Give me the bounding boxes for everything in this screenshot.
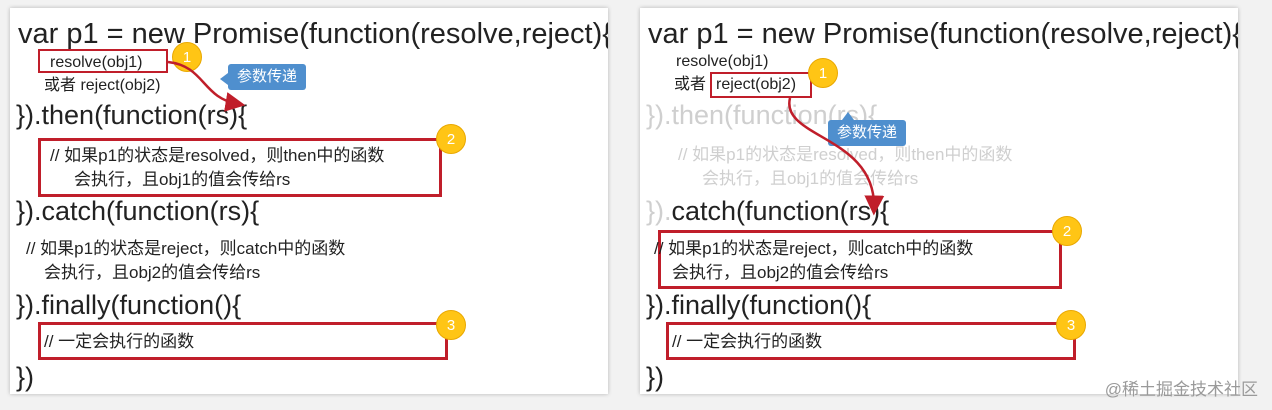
or-label: 或者 (674, 76, 707, 93)
param-pass-callout: 参数传递 (828, 112, 907, 146)
finally-comment: // 一定会执行的函数 (44, 332, 195, 351)
catch-rest: catch(function(rs){ (41, 196, 260, 226)
catch-comment-line2: 会执行，且obj2的值会传给rs (672, 263, 889, 282)
closing-brace: }) (646, 362, 665, 392)
finally-comment: // 一定会执行的函数 (672, 332, 823, 351)
promise-declaration: var p1 = new Promise(function(resolve,re… (648, 18, 1238, 50)
catch-comment-line2: 会执行，且obj2的值会传给rs (44, 263, 261, 282)
step-badge-2: 2 (436, 124, 466, 154)
catch-line: }).catch(function(rs){ (646, 198, 889, 225)
then-rest: then(function(rs){ (41, 100, 248, 130)
catch-prefix: }). (646, 196, 672, 226)
then-comment-line2: 会执行，且obj1的值会传给rs (702, 169, 919, 188)
catch-prefix: }). (16, 196, 42, 226)
reject-call: reject(obj2) (716, 76, 797, 93)
reject-highlight-box (710, 72, 812, 98)
then-comment-line2: 会执行，且obj1的值会传给rs (74, 170, 291, 189)
step-badge-3: 3 (1056, 310, 1086, 340)
or-reject-call: 或者 reject(obj2) (44, 77, 161, 94)
step-badge-1: 1 (808, 58, 838, 88)
finally-line: }).finally(function(){ (646, 290, 872, 320)
then-comment-line1: // 如果p1的状态是resolved，则then中的函数 (50, 146, 385, 165)
catch-rest: catch(function(rs){ (671, 196, 890, 226)
watermark: @稀土掘金技术社区 (1104, 380, 1258, 399)
then-line: }).then(function(rs){ (16, 102, 247, 129)
catch-comment-line1: // 如果p1的状态是reject，则catch中的函数 (654, 239, 974, 258)
resolve-call: resolve(obj1) (50, 54, 143, 71)
finally-line: }).finally(function(){ (16, 290, 242, 320)
catch-comment-line1: // 如果p1的状态是reject，则catch中的函数 (26, 239, 346, 258)
resolve-highlight-box (38, 49, 168, 73)
catch-line: }).catch(function(rs){ (16, 198, 259, 225)
then-comment-line1: // 如果p1的状态是resolved，则then中的函数 (678, 145, 1013, 164)
then-highlight-box (38, 138, 442, 197)
closing-brace: }) (16, 362, 35, 392)
finally-highlight-box (666, 322, 1076, 360)
step-badge-2: 2 (1052, 216, 1082, 246)
left-panel-resolve-flow: var p1 = new Promise(function(resolve,re… (10, 8, 608, 394)
promise-declaration: var p1 = new Promise(function(resolve,re… (18, 18, 608, 50)
param-pass-callout: 参数传递 (219, 64, 307, 90)
finally-highlight-box (38, 322, 448, 360)
step-badge-3: 3 (436, 310, 466, 340)
step-badge-1: 1 (172, 42, 202, 72)
resolve-call: resolve(obj1) (676, 53, 769, 70)
catch-highlight-box (658, 230, 1062, 289)
then-prefix: }). (16, 100, 42, 130)
right-panel-reject-flow: var p1 = new Promise(function(resolve,re… (640, 8, 1238, 394)
